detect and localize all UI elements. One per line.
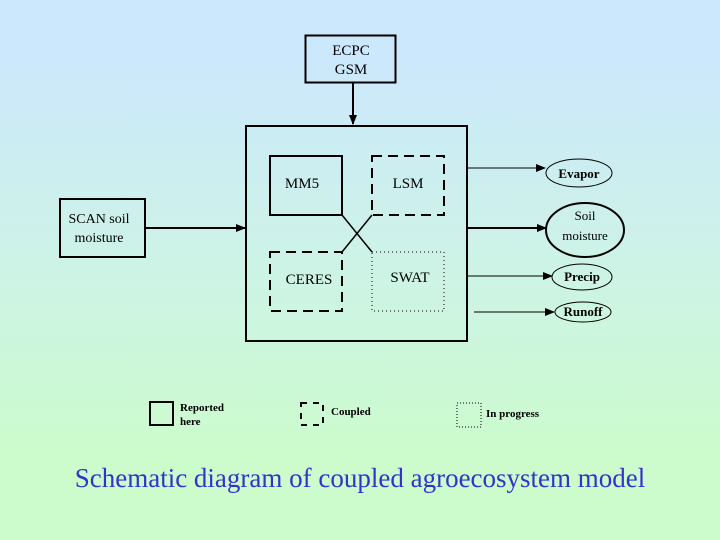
soil-moisture-label: Soil moisture: [546, 206, 624, 246]
ceres-label: CERES: [285, 272, 333, 288]
lsm-label: LSM: [392, 176, 424, 192]
scan-line2: moisture: [74, 231, 124, 246]
ceres-box: [269, 251, 343, 312]
scan-line1: SCAN soil: [68, 212, 130, 227]
precip-label: Precip: [564, 269, 600, 284]
precip-ellipse: [551, 263, 613, 291]
legend-solid-swatch: [149, 401, 174, 426]
evapor-label: Evapor: [558, 166, 600, 181]
soil-moisture-line2: moisture: [562, 228, 608, 243]
runoff-label: Runoff: [563, 304, 603, 319]
legend-dotted-swatch: [456, 402, 482, 428]
ecpc-text: ECPC: [332, 43, 370, 59]
legend-reported-line1: Reported: [180, 402, 224, 414]
soil-moisture-line1: Soil: [574, 208, 596, 223]
legend-coupled-label: Coupled: [331, 406, 371, 418]
swat-box: [371, 251, 445, 312]
ecpc-gsm-box: [304, 34, 397, 84]
coupling-line-lsm-ceres: [341, 214, 373, 253]
evapor-ellipse: [545, 158, 613, 188]
gsm-text: GSM: [334, 62, 368, 78]
swat-label: SWAT: [390, 270, 430, 286]
runoff-ellipse: [554, 301, 612, 323]
scan-soil-moisture-label: SCAN soil moisture: [58, 210, 140, 248]
lsm-box: [371, 155, 445, 216]
diagram-title: Schematic diagram of coupled agroecosyst…: [74, 463, 646, 493]
ecpc-gsm-label: ECPC GSM: [305, 42, 397, 80]
legend-reported-line2: here: [180, 416, 201, 428]
legend-dashed-swatch: [300, 402, 324, 426]
mm5-box: [269, 155, 343, 216]
main-model-box: [245, 125, 468, 342]
soil-moisture-ellipse: [545, 202, 625, 258]
mm5-label: MM5: [284, 176, 320, 192]
legend-in-progress-label: In progress: [486, 408, 540, 420]
legend-reported-label: Reported here: [180, 401, 224, 429]
